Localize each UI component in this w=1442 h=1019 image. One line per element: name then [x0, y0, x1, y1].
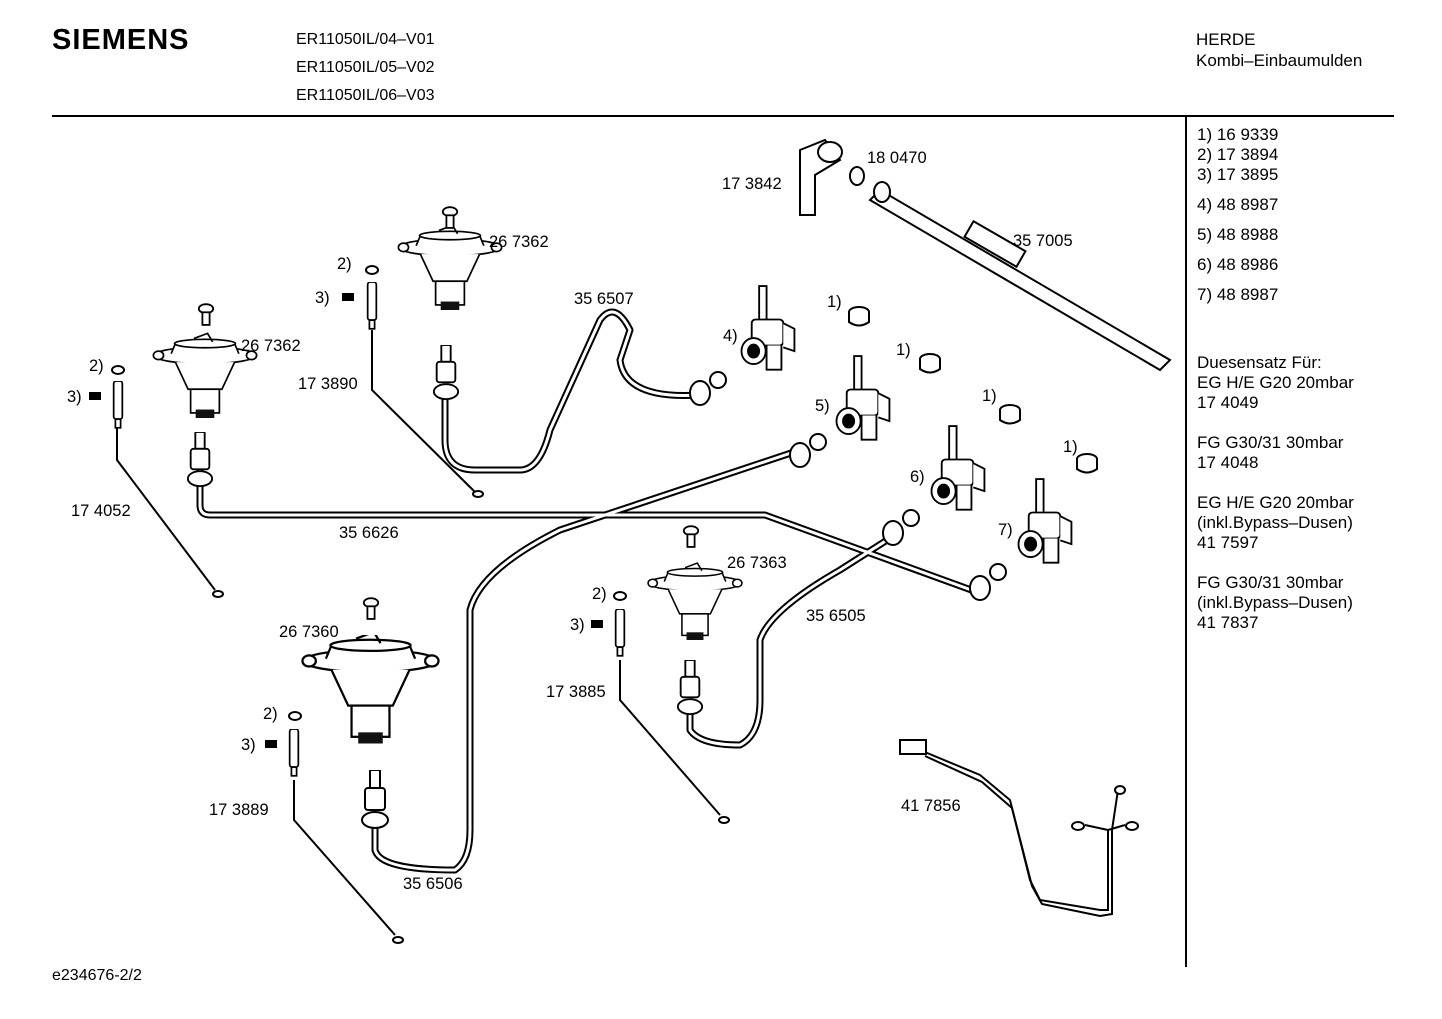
- knob-cap: [848, 306, 870, 327]
- part-label: 17 3842: [722, 175, 782, 193]
- model-number-1: ER11050IL/04–V01: [296, 31, 435, 48]
- ref-marker: 3): [67, 388, 82, 406]
- legend-item: 7) 48 8987: [1197, 285, 1279, 304]
- nozzle-set-line: 17 4049: [1197, 393, 1259, 412]
- nozzle-set-section: Duesensatz Für: EG H/E G20 20mbar 17 404…: [1197, 353, 1354, 633]
- subcategory: Kombi–Einbaumulden: [1196, 51, 1363, 70]
- electrode-washers: [111, 265, 627, 721]
- gas-valve-6: [930, 425, 986, 511]
- part-label: 26 7362: [241, 337, 301, 355]
- screw: [682, 525, 700, 548]
- nozzle-set-line: (inkl.Bypass–Dusen): [1197, 593, 1353, 612]
- electrode-clips: [89, 293, 603, 748]
- ref-marker: 3): [570, 616, 585, 634]
- part-label: 41 7856: [901, 797, 961, 815]
- model-number-3: ER11050IL/06–V03: [296, 87, 435, 104]
- nozzle-set-line: 17 4048: [1197, 453, 1259, 472]
- gas-valve-5: [835, 355, 891, 441]
- part-label: 17 3885: [546, 683, 606, 701]
- gas-valve-7: [1017, 478, 1073, 564]
- legend-item: 3) 17 3895: [1197, 165, 1279, 184]
- nozzle-nipple: [186, 432, 214, 488]
- part-label: 17 4052: [71, 502, 131, 520]
- part-label: 26 7360: [279, 623, 339, 641]
- ref-marker: 1): [896, 341, 911, 359]
- pipe-nuts: [689, 371, 1007, 601]
- gas-pipes-fill: [198, 310, 986, 872]
- burner-267363: [647, 562, 743, 641]
- wiring-harness: [899, 739, 1139, 918]
- nozzle-set-line: EG H/E G20 20mbar: [1197, 373, 1354, 392]
- part-label: 17 3889: [209, 801, 269, 819]
- part-label: 35 6626: [339, 524, 399, 542]
- ref-marker: 4): [723, 327, 738, 345]
- legend-item: 5) 48 8988: [1197, 225, 1279, 244]
- part-label: 26 7362: [489, 233, 549, 251]
- part-label: 26 7363: [727, 554, 787, 572]
- knob-cap: [999, 404, 1021, 425]
- nozzle-set-title: Duesensatz Für:: [1197, 353, 1322, 372]
- legend-item: 4) 48 8987: [1197, 195, 1279, 214]
- nozzle-set-line: 41 7597: [1197, 533, 1259, 552]
- supply-rail: [868, 181, 1172, 372]
- nozzle-nipple: [361, 770, 389, 829]
- ref-marker: 2): [89, 357, 104, 375]
- legend-item: 2) 17 3894: [1197, 145, 1279, 164]
- knob-cap: [1076, 453, 1098, 474]
- part-label: 35 6505: [806, 607, 866, 625]
- burner-267360: [301, 635, 440, 745]
- header-divider: [52, 115, 1394, 117]
- ignition-electrode: [614, 609, 626, 657]
- ref-marker: 3): [315, 289, 330, 307]
- legend-item: 6) 48 8986: [1197, 255, 1279, 274]
- screw: [362, 597, 380, 620]
- ignition-electrode: [112, 381, 124, 429]
- nozzle-set-line: (inkl.Bypass–Dusen): [1197, 513, 1353, 532]
- gas-valve-4: [740, 285, 796, 371]
- legend-parts-list: 1) 16 9339 2) 17 3894 3) 17 3895 4) 48 8…: [1197, 125, 1278, 305]
- brand-logo: SIEMENS: [52, 24, 190, 56]
- model-number-2: ER11050IL/05–V02: [296, 59, 435, 76]
- ignition-electrode: [288, 729, 300, 777]
- part-label: 18 0470: [867, 149, 927, 167]
- nozzle-nipple: [676, 660, 704, 716]
- ref-marker: 3): [241, 736, 256, 754]
- ref-marker: 7): [998, 521, 1013, 539]
- elbow-connector: [799, 138, 865, 216]
- part-label: 35 6507: [574, 290, 634, 308]
- nozzle-set-line: EG H/E G20 20mbar: [1197, 493, 1354, 512]
- part-label: 35 7005: [1013, 232, 1073, 250]
- legend-divider: [1185, 117, 1187, 967]
- ref-marker: 1): [827, 293, 842, 311]
- screw: [441, 206, 459, 229]
- ref-marker: 1): [1063, 438, 1078, 456]
- category: HERDE: [1196, 30, 1256, 49]
- part-label: 35 6506: [403, 875, 463, 893]
- nozzle-set-line: 41 7837: [1197, 613, 1259, 632]
- burner-267362-upper: [397, 224, 503, 311]
- nozzle-nipple: [432, 345, 460, 401]
- ref-marker: 2): [337, 255, 352, 273]
- ignition-leads: [116, 330, 730, 944]
- ref-marker: 1): [982, 387, 997, 405]
- ref-marker: 6): [910, 468, 925, 486]
- nozzle-set-line: FG G30/31 30mbar: [1197, 433, 1344, 452]
- ignition-electrode: [366, 282, 378, 330]
- document-id: e234676-2/2: [52, 967, 142, 984]
- knob-cap: [919, 353, 941, 374]
- screw: [197, 303, 215, 326]
- ref-marker: 5): [815, 397, 830, 415]
- ref-marker: 2): [263, 705, 278, 723]
- ref-marker: 2): [592, 585, 607, 603]
- legend-item: 1) 16 9339: [1197, 125, 1279, 144]
- part-label: 17 3890: [298, 375, 358, 393]
- nozzle-set-line: FG G30/31 30mbar: [1197, 573, 1344, 592]
